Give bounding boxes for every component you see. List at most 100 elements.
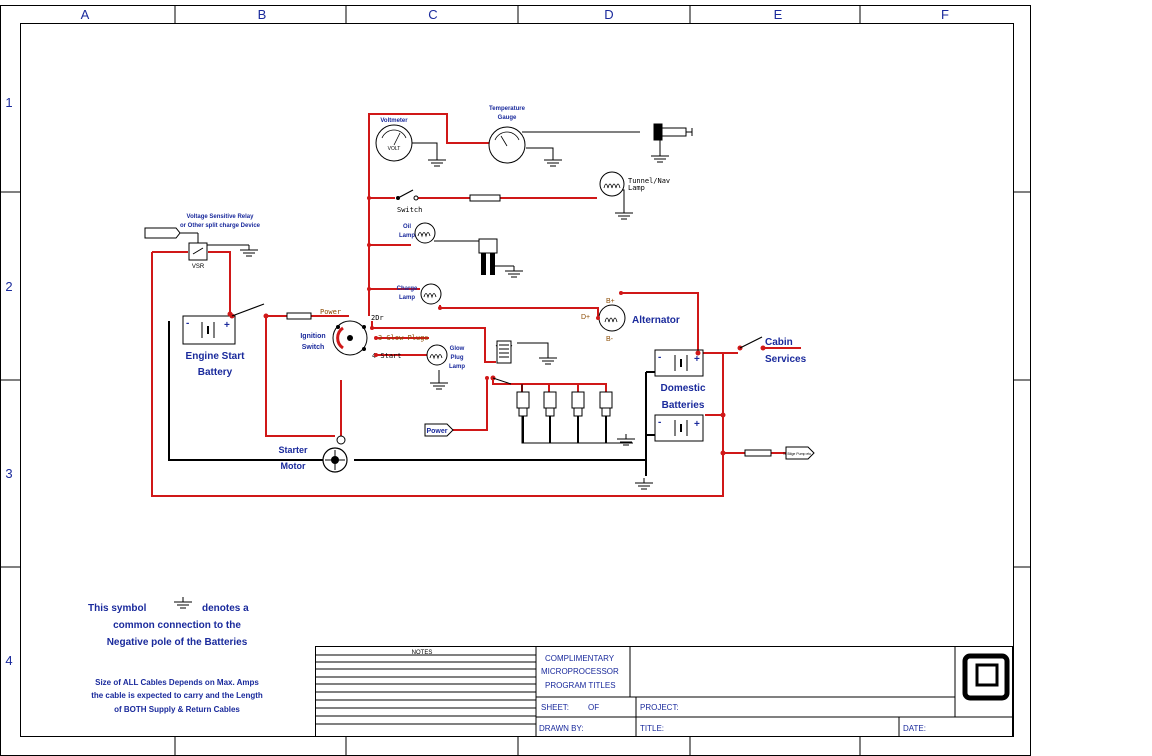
power-supply-box: Power [424, 423, 454, 437]
charge-lamp-label-1: Charge [397, 286, 418, 292]
engine-battery-pos: + [224, 320, 230, 331]
glow-lamp-label-2: Plug [451, 355, 464, 361]
domestic-label-1: Domestic [660, 383, 705, 394]
col-label-c: C [428, 7, 437, 22]
engine-isolator-switch [229, 303, 269, 319]
company-line-3: PROGRAM TITLES [545, 681, 616, 690]
alternator: Alternator B+ B- D+ [581, 298, 680, 343]
ignition-switch: Ignition Switch 2Dr 3 Glow Plugs 4 Start [300, 314, 428, 360]
domestic-battery-1-pos: + [694, 354, 700, 365]
tunnel-lamp-label-2: Lamp [628, 184, 645, 192]
bilge-fuse [744, 449, 772, 457]
cabin-label-1: Cabin [765, 337, 793, 348]
voltage-sensitive-relay: VSR Voltage Sensitive Relay or Other spl… [144, 214, 261, 270]
vsr-label: VSR [192, 264, 205, 270]
oil-lamp-label-1: Oil [403, 224, 411, 230]
tunnel-lamp-label-1: Tunnel/Nav [628, 177, 670, 185]
starter-motor: Starter Motor [278, 435, 348, 473]
domestic-battery-2-pos: + [694, 419, 700, 430]
company-line-2: MICROPROCESSOR [541, 667, 619, 676]
row-label-4: 4 [5, 653, 12, 668]
legend-symbol-suffix: denotes a [202, 603, 249, 614]
drawn-by-label: DRAWN BY: [539, 724, 584, 733]
temperature-sender [653, 123, 693, 141]
row-label-1: 1 [5, 95, 12, 110]
ignition-terminal-glow: 3 Glow Plugs [378, 334, 429, 342]
charge-lamp: Charge Lamp [397, 283, 442, 305]
col-label-f: F [941, 7, 949, 22]
vsr-description-2: or Other split charge Device [180, 223, 261, 229]
ignition-power-tag: Power [320, 308, 341, 316]
supply-wiring [151, 113, 801, 497]
company-logo [962, 653, 1010, 701]
alternator-d-plus: D+ [581, 314, 590, 321]
tunnel-switch-label: Switch [397, 206, 422, 214]
glow-lamp-label-1: Glow [450, 346, 465, 352]
vsr-description-1: Voltage Sensitive Relay [187, 214, 255, 220]
title-block [315, 646, 1013, 737]
junction-dots [227, 196, 726, 456]
oil-lamp: Oil Lamp [399, 222, 436, 244]
temperature-gauge-label-1: Temperature [489, 106, 526, 112]
temperature-gauge-label-2: Gauge [498, 115, 517, 121]
cable-note-2: the cable is expected to carry and the L… [91, 691, 263, 700]
bilge-box-label: To Bilge Pump etc [783, 452, 811, 456]
glow-plug-lamp: Glow Plug Lamp [426, 344, 465, 370]
temperature-gauge: Temperature Gauge [488, 106, 526, 164]
cable-note-1: Size of ALL Cables Depends on Max. Amps [95, 678, 259, 687]
domestic-battery-2-neg: - [658, 417, 661, 428]
col-label-b: B [258, 7, 267, 22]
row-label-3: 3 [5, 466, 12, 481]
sheet-label: SHEET: [541, 703, 569, 712]
cable-note-3: of BOTH Supply & Return Cables [114, 705, 240, 714]
cabin-services-switch: Cabin Services [737, 336, 807, 365]
sheet-of-label: OF [588, 703, 599, 712]
domestic-label-2: Batteries [662, 400, 705, 411]
tunnel-lamp: Tunnel/Nav Lamp [599, 171, 670, 197]
project-label: PROJECT: [640, 703, 679, 712]
power-box-label: Power [426, 428, 447, 435]
voltmeter-label: Voltmeter [380, 118, 408, 124]
ignition-terminal-start: 4 Start [372, 352, 402, 360]
ignition-label-2: Switch [302, 344, 325, 351]
cabin-label-2: Services [765, 354, 807, 365]
bilge-pump-box: To Bilge Pump etc [783, 446, 815, 460]
legend-ground-icon [173, 596, 193, 609]
legend-symbol-line3: Negative pole of the Batteries [107, 637, 248, 648]
engine-battery-label-2: Battery [198, 367, 233, 378]
ignition-label-1: Ignition [300, 333, 325, 340]
tunnel-switch: Switch [396, 189, 422, 214]
alternator-label: Alternator [632, 315, 680, 326]
row-label-2: 2 [5, 279, 12, 294]
glow-plug-relay [490, 340, 513, 385]
ignition-terminal-2dr: 2Dr [371, 314, 384, 322]
legend-symbol-prefix: This symbol [88, 603, 147, 614]
date-label: DATE: [903, 724, 926, 733]
title-label: TITLE: [640, 724, 664, 733]
oil-pressure-switch [478, 238, 498, 275]
notes-header: NOTES [412, 650, 433, 656]
tunnel-lamp-fuse [469, 194, 501, 202]
alternator-b-plus: B+ [606, 298, 615, 305]
ignition-feed-fuse [286, 312, 312, 320]
alternator-b-minus: B- [606, 336, 614, 343]
starter-label-2: Motor [281, 461, 306, 471]
company-line-1: COMPLIMENTARY [545, 654, 615, 663]
legend-symbol-line2: common connection to the [113, 620, 241, 631]
domestic-battery-1-neg: - [658, 352, 661, 363]
frame-column-labels: A B C D E F [81, 7, 949, 22]
domestic-batteries: - + - + Domestic Batteries [654, 349, 706, 442]
engine-battery-neg: - [186, 318, 189, 329]
engine-battery-label-1: Engine Start [186, 351, 246, 362]
voltmeter: VOLT Voltmeter [375, 118, 413, 162]
glow-plugs [516, 391, 613, 443]
col-label-e: E [774, 7, 783, 22]
charge-lamp-label-2: Lamp [399, 295, 415, 301]
legend-notes: This symbol denotes a common connection … [88, 603, 249, 648]
glow-lamp-label-3: Lamp [449, 364, 465, 370]
return-wiring [168, 321, 660, 476]
oil-lamp-label-2: Lamp [399, 233, 415, 239]
frame-row-labels: 1 2 3 4 [5, 95, 12, 668]
voltmeter-scale-label: VOLT [388, 146, 401, 152]
